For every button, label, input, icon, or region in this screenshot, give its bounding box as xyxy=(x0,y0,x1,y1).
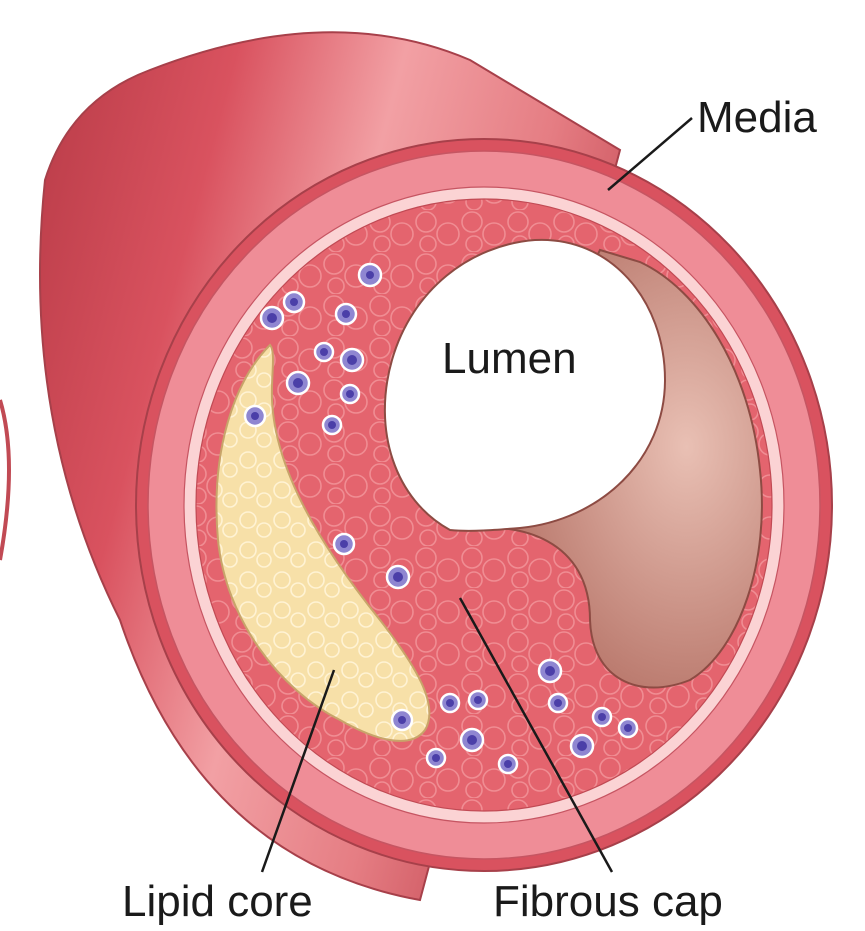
cell xyxy=(315,343,333,361)
media-label: Media xyxy=(697,93,817,142)
fibrous-cap-label: Fibrous cap xyxy=(493,877,723,926)
adjacent-vessel-edge xyxy=(0,400,9,560)
cell xyxy=(539,660,561,682)
cell xyxy=(261,307,283,329)
cell xyxy=(245,406,265,426)
cell xyxy=(593,708,611,726)
cell xyxy=(549,694,567,712)
cell xyxy=(323,416,341,434)
cell xyxy=(619,719,637,737)
lipid-core-label: Lipid core xyxy=(122,877,313,926)
cell xyxy=(359,264,381,286)
cell xyxy=(469,691,487,709)
cell xyxy=(392,710,412,730)
cell xyxy=(284,292,304,312)
cell xyxy=(441,694,459,712)
cell xyxy=(341,349,363,371)
cell xyxy=(387,566,409,588)
cell xyxy=(427,749,445,767)
cell xyxy=(341,385,359,403)
cell xyxy=(461,729,483,751)
cell xyxy=(571,735,593,757)
cell xyxy=(336,304,356,324)
lumen-label: Lumen xyxy=(442,334,577,383)
cell xyxy=(334,534,354,554)
cell xyxy=(287,372,309,394)
cell xyxy=(499,755,517,773)
media-leader-line xyxy=(608,118,692,190)
